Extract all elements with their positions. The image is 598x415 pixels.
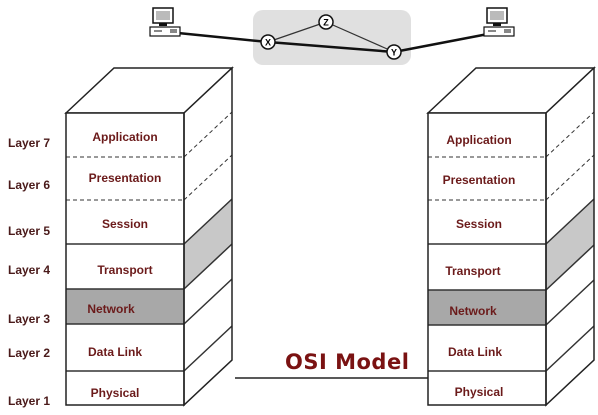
right-stack-session: Session [455, 217, 503, 231]
right-stack-layer-face [428, 371, 546, 405]
left-stack-layer-side [184, 244, 232, 324]
right-stack-layer-side [546, 112, 594, 200]
link-z-y [325, 21, 395, 53]
layer-label-5: Layer 5 [8, 224, 51, 238]
left-stack-physical: Physical [90, 386, 140, 400]
right-stack-layer-face [428, 290, 546, 325]
left-stack-separator-side [183, 111, 233, 158]
router-z-label: Z [323, 18, 329, 28]
left-stack-presentation: Presentation [88, 171, 162, 185]
right-stack-transport: Transport [445, 264, 501, 278]
router-x-icon: X [260, 34, 276, 50]
layer-label-7: Layer 7 [8, 136, 51, 150]
right-stack-layer-side [546, 280, 594, 371]
right-stack-layer-side [546, 326, 594, 405]
right-stack-layer-side [546, 245, 594, 325]
router-y-label: Y [391, 48, 397, 58]
left-stack-layer-side [184, 155, 232, 244]
right-stack-separator-side [545, 279, 595, 326]
right-stack-layer-face [428, 113, 546, 157]
computer-left-icon [149, 7, 181, 37]
right-stack-layer-side [546, 199, 594, 290]
link-x-y [267, 40, 395, 54]
left-stack-data-link: Data Link [87, 345, 142, 359]
right-stack-separator-side [545, 325, 595, 372]
left-stack-layer-face [66, 324, 184, 371]
left-stack-session: Session [101, 217, 149, 231]
diagram-title: OSI Model [285, 350, 410, 374]
left-stack-layer-side [184, 68, 232, 157]
right-stack-presentation: Presentation [442, 173, 516, 187]
left-stack-separator-side [183, 198, 233, 245]
right-stack-separator-side [545, 154, 595, 201]
right-stack-network: Network [449, 304, 497, 318]
left-stack-layer-side [184, 199, 232, 289]
left-stack-layer-face [66, 157, 184, 200]
right-stack-layer-face [428, 244, 546, 290]
link-left-host-x [177, 31, 269, 44]
computer-right-icon [483, 7, 515, 37]
link-y-right-host [393, 32, 489, 54]
left-stack-application: Application [92, 130, 158, 144]
left-stack-layer-face [66, 200, 184, 244]
layer-label-2: Layer 2 [8, 346, 51, 360]
left-stack-layer-side [184, 112, 232, 200]
left-stack-network: Network [87, 302, 135, 316]
right-stack-separator-side [545, 111, 595, 158]
layer-label-6: Layer 6 [8, 178, 51, 192]
left-stack-side-outline [183, 66, 233, 407]
left-stack-separator-side [183, 278, 233, 325]
left-stack-transport: Transport [97, 263, 153, 277]
right-stack-layer-side [546, 155, 594, 244]
link-x-z [267, 21, 327, 43]
right-stack-data-link: Data Link [447, 345, 502, 359]
right-stack-layer-side [546, 68, 594, 157]
right-stack-application: Application [446, 133, 512, 147]
layer-label-1: Layer 1 [8, 394, 51, 408]
right-stack-side-outline [545, 66, 595, 407]
right-stack-layer-face [428, 157, 546, 200]
left-stack-layer-face [66, 371, 184, 405]
right-stack-separator-side [545, 198, 595, 245]
right-stack-layer-face [428, 200, 546, 244]
left-stack-layer-face [66, 113, 184, 157]
left-stack-separator-side [183, 325, 233, 372]
right-stack-layer-face [428, 325, 546, 371]
layer-label-3: Layer 3 [8, 312, 51, 326]
router-x-label: X [265, 38, 271, 48]
left-stack-layer-face [66, 289, 184, 324]
right-stack-physical: Physical [454, 385, 504, 399]
left-stack-layer-face [66, 244, 184, 289]
left-stack-separator-side [183, 154, 233, 201]
router-z-icon: Z [318, 14, 334, 30]
left-stack-layer-side [184, 279, 232, 371]
router-y-icon: Y [386, 44, 402, 60]
layer-label-4: Layer 4 [8, 263, 51, 277]
right-stack-separator-side [545, 244, 595, 291]
left-stack-layer-side [184, 326, 232, 405]
left-stack-separator-side [183, 243, 233, 290]
